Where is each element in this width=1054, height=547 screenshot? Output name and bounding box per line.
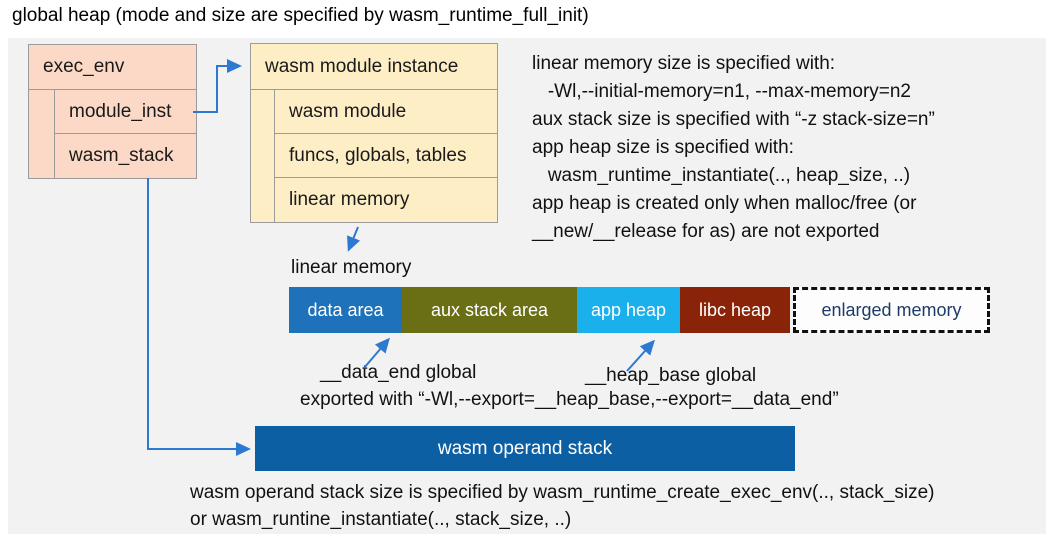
data-end-global-label: __data_end global [320,362,477,383]
note-line: -Wl,--initial-memory=n1, --max-memory=n2 [532,81,911,102]
module-instance-box: wasm module instance wasm module funcs, … [250,43,498,223]
exec-env-row-module-inst: module_inst [54,90,196,134]
note-line: wasm operand stack size is specified by … [190,482,935,503]
exec-env-box: exec_env module_inst wasm_stack [28,44,197,179]
exported-with-label: exported with “-Wl,--export=__heap_base,… [300,389,839,410]
heap-base-global-label: __heap_base global [585,365,757,386]
segment-data-area: data area [289,287,402,333]
note-line: app heap is created only when malloc/fre… [532,193,917,214]
segment-enlarged-memory: enlarged memory [793,287,990,333]
linear-memory-label: linear memory [291,257,412,278]
wasm-operand-stack-bar: wasm operand stack [255,426,795,471]
note-line: linear memory size is specified with: [532,53,836,74]
exec-env-header: exec_env [29,45,196,90]
module-instance-header: wasm module instance [251,44,497,90]
note-line: or wasm_runtine_instantiate(.., stack_si… [190,509,572,530]
exec-env-row-wasm-stack: wasm_stack [54,134,196,178]
operand-stack-notes: wasm operand stack size is specified by … [190,479,935,533]
module-instance-row-linear-memory: linear memory [274,178,497,222]
module-instance-row-wasm-module: wasm module [274,90,497,134]
linear-memory-bar: data area aux stack area app heap libc h… [289,287,790,333]
note-line: wasm_runtime_instantiate(.., heap_size, … [532,165,911,186]
linear-memory-notes: linear memory size is specified with: -W… [532,50,935,246]
segment-app-heap: app heap [577,287,680,333]
module-instance-row-funcs-globals-tables: funcs, globals, tables [274,134,497,178]
diagram-title: global heap (mode and size are specified… [12,5,589,26]
note-line: aux stack size is specified with “-z sta… [532,109,935,130]
segment-aux-stack-area: aux stack area [402,287,577,333]
note-line: app heap size is specified with: [532,137,794,158]
note-line: __new/__release for as) are not exported [532,221,880,242]
segment-libc-heap: libc heap [680,287,790,333]
